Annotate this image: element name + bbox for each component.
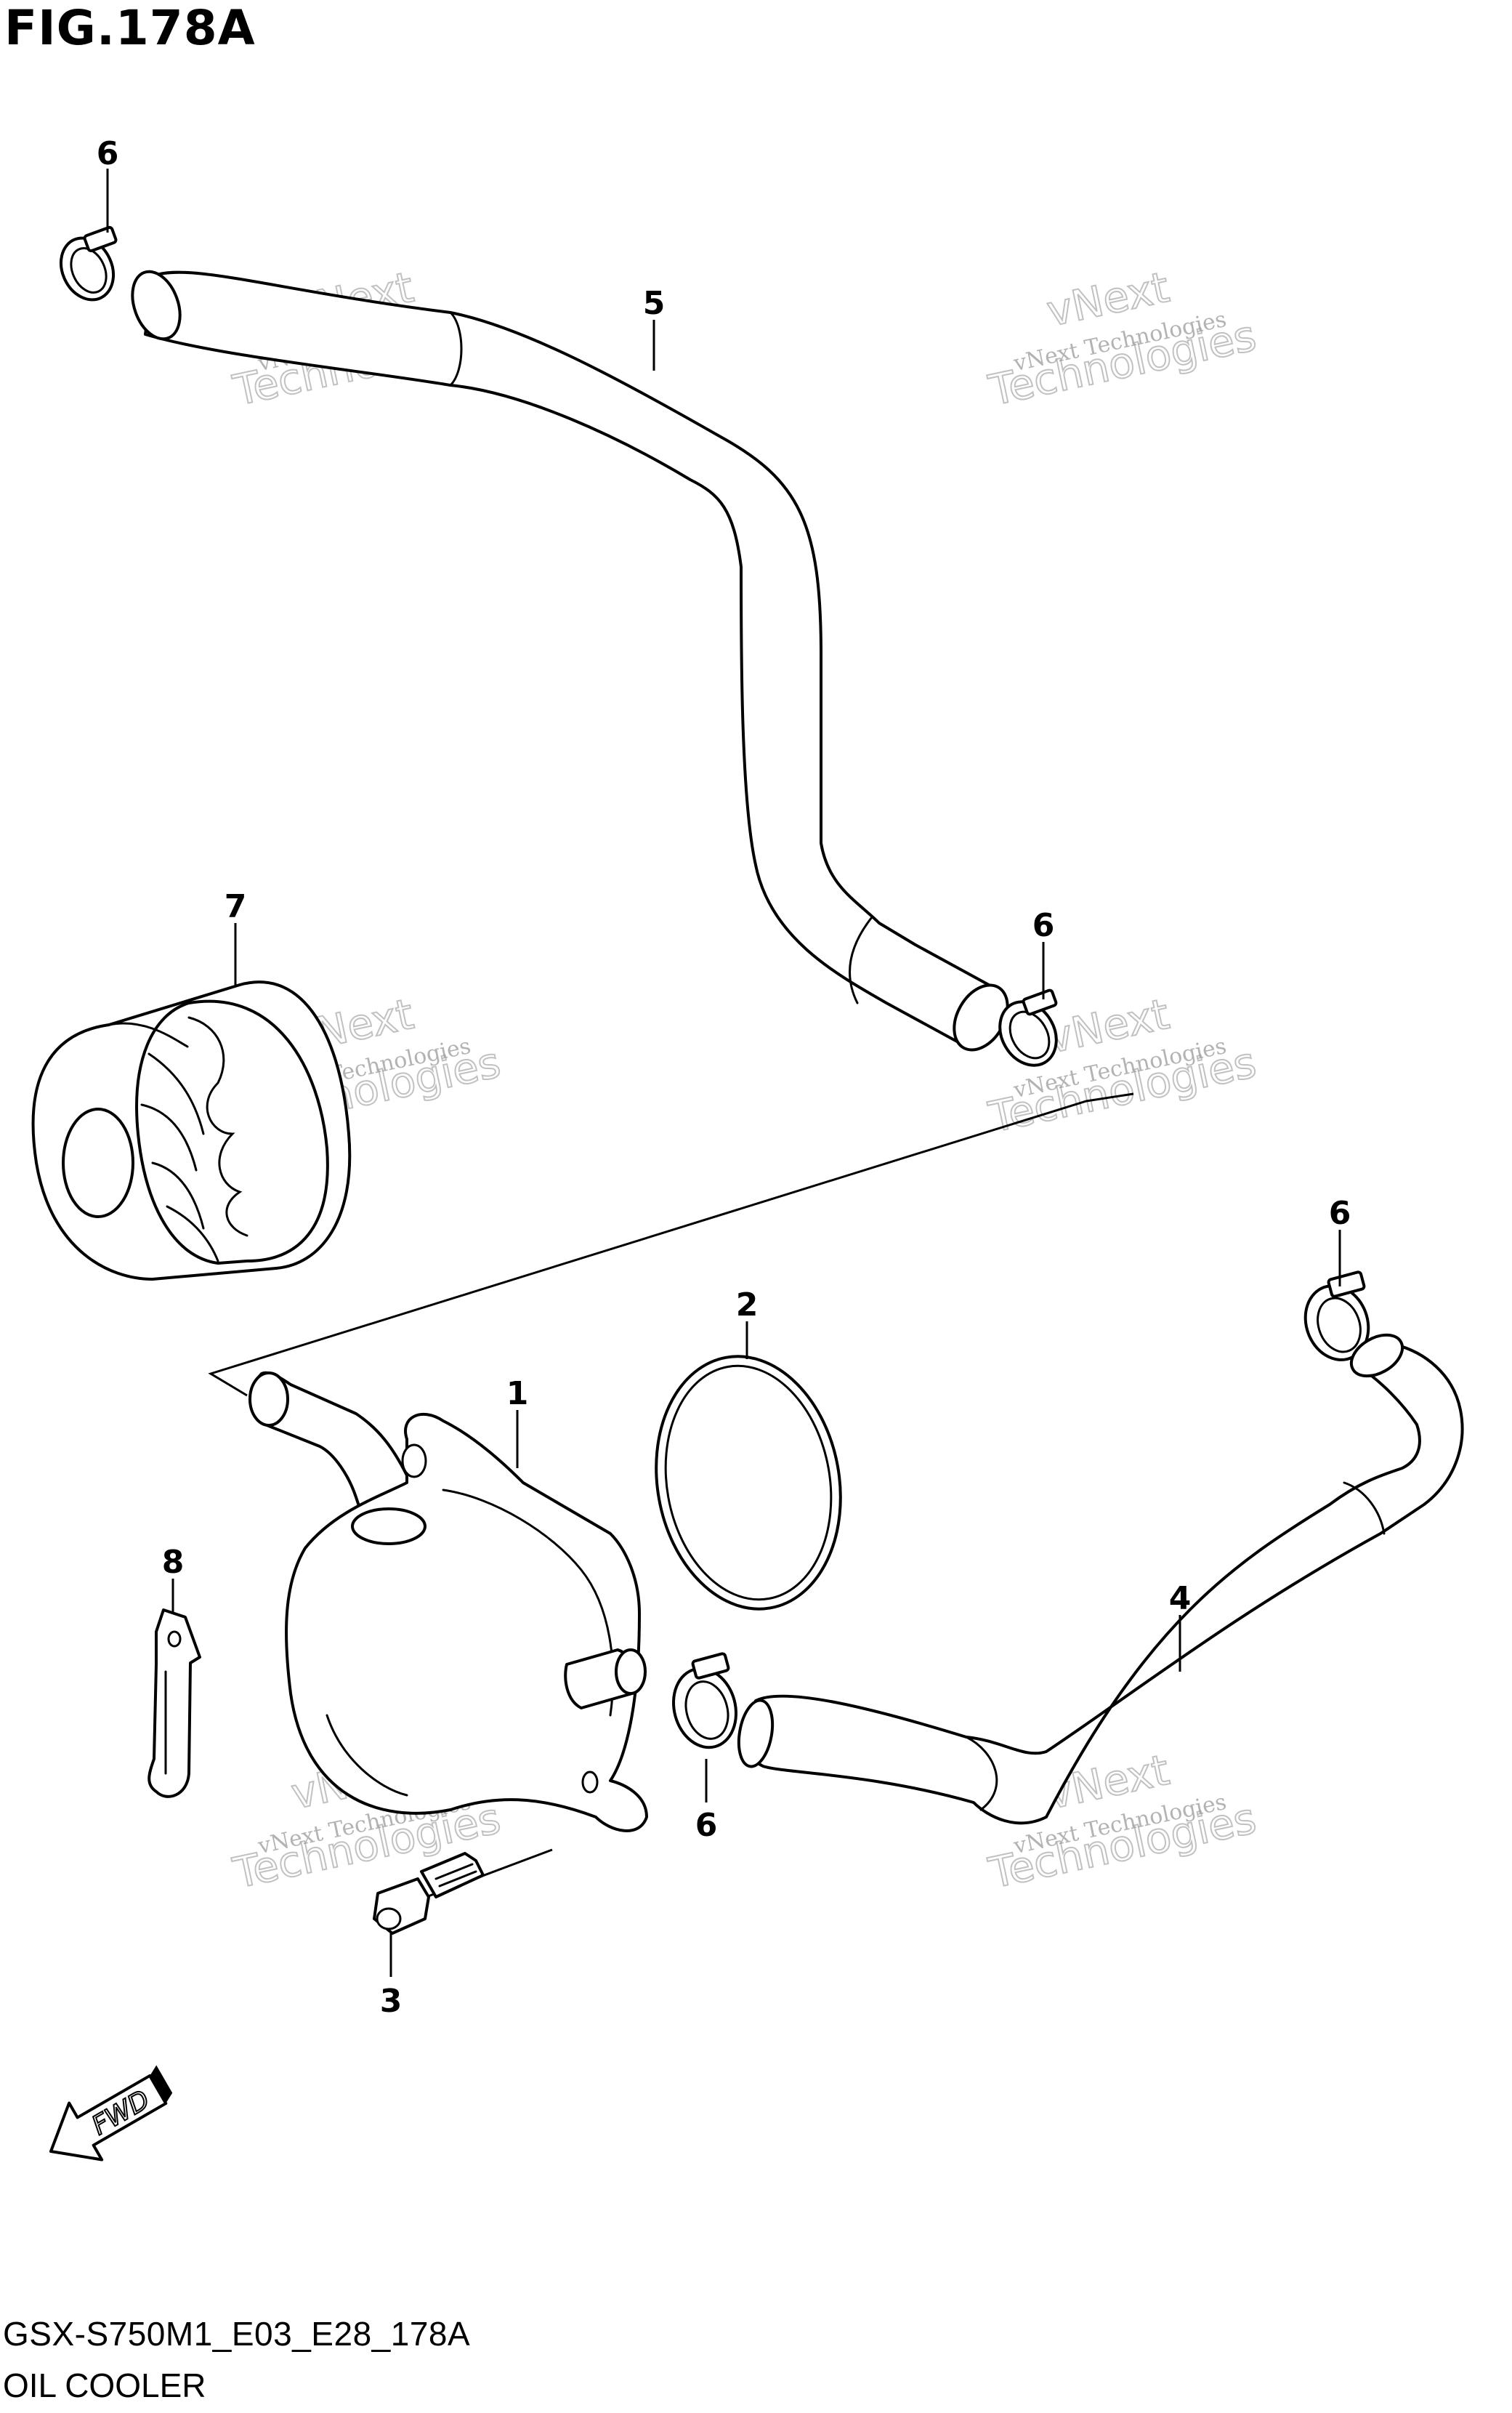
part-6-clamp-lower [672, 1652, 737, 1749]
callout-2: 2 [736, 1286, 759, 1324]
part-6-clamp-top-left [60, 225, 118, 302]
callout-1: 1 [506, 1375, 529, 1412]
callout-8: 8 [162, 1544, 185, 1581]
fwd-arrow-icon: FWD [49, 2065, 173, 2162]
part-4-lower-hose [737, 1333, 1464, 1825]
callout-6-middle: 6 [1032, 907, 1055, 944]
part-7-oil-filter [31, 980, 352, 1281]
part-2-o-ring [655, 1355, 842, 1611]
callout-7: 7 [225, 888, 247, 925]
assembly-connection-line [208, 1092, 1134, 1397]
figure-title: FIG.178A [4, 0, 256, 56]
part-5-upper-hose [131, 270, 1009, 1052]
callout-3: 3 [380, 1983, 403, 2020]
part-6-clamp-middle [998, 988, 1058, 1067]
part-8-bracket [147, 1608, 201, 1798]
callout-4: 4 [1169, 1580, 1192, 1617]
part-3-bolt [373, 1848, 553, 1935]
callout-6-top-left: 6 [97, 135, 119, 172]
callout-6-right: 6 [1329, 1195, 1351, 1232]
part-6-clamp-right [1303, 1270, 1370, 1361]
figure-name: OIL COOLER [3, 2366, 206, 2404]
callout-5: 5 [643, 285, 666, 322]
leader-lines [106, 169, 1341, 1977]
figure-code: GSX-S750M1_E03_E28_178A [3, 2315, 471, 2353]
callout-numbers: 6 5 7 6 2 6 1 4 8 6 3 [97, 135, 1351, 2020]
part-1-oil-cooler [248, 1371, 648, 1832]
callout-6-lower: 6 [695, 1807, 718, 1844]
